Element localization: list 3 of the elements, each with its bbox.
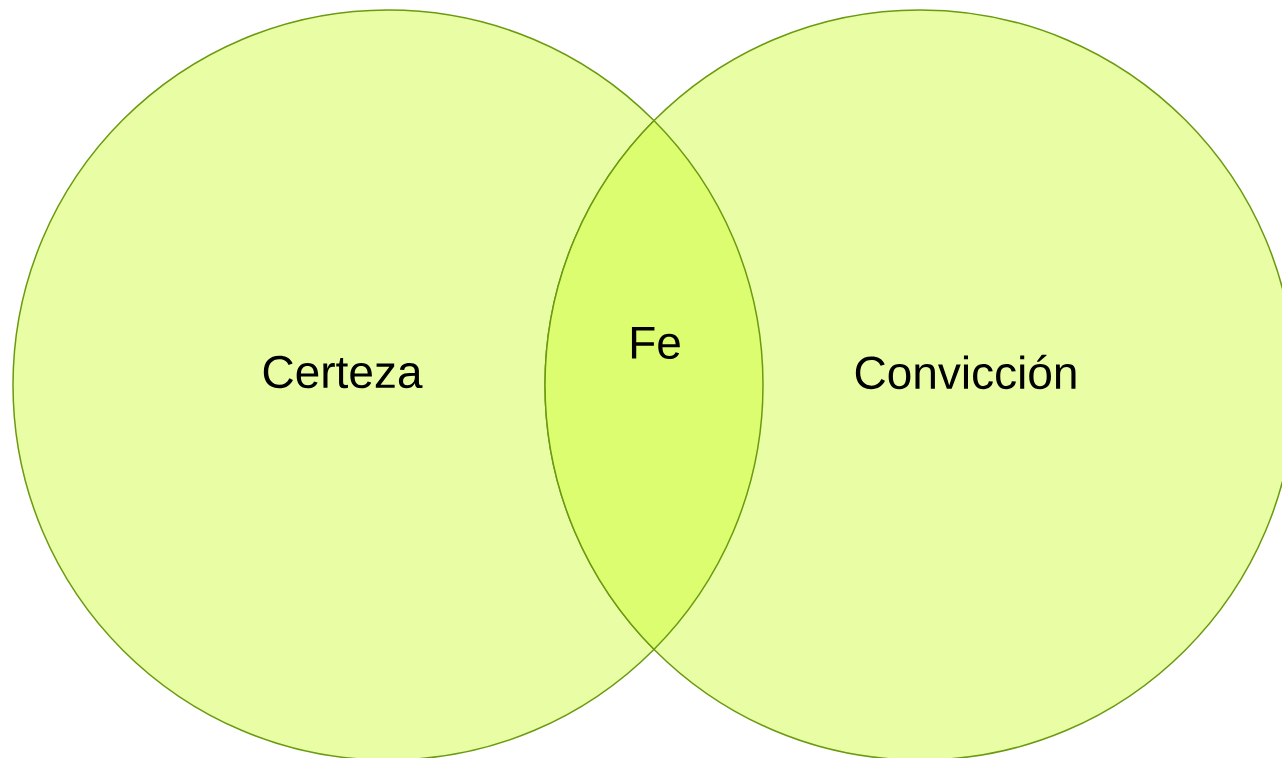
intersection-lens: Fe	[545, 10, 764, 758]
node-label: Convicción	[855, 354, 1076, 390]
node-label: Certeza	[263, 355, 423, 389]
